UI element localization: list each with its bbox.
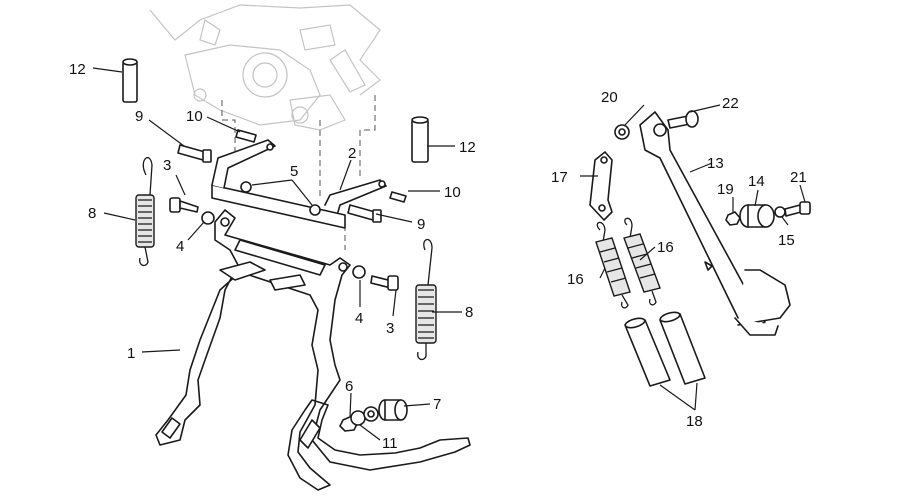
sleeves-18	[624, 311, 706, 387]
bolt-9-left	[177, 144, 212, 163]
callout-9-left: 9	[135, 108, 143, 125]
callout-12-left: 12	[69, 61, 86, 78]
callout-16-left: 16	[567, 271, 584, 288]
callout-6: 6	[345, 378, 353, 395]
callout-9-right: 9	[417, 216, 425, 233]
rubber-stop-7	[378, 399, 408, 421]
callout-16-right: 16	[657, 239, 674, 256]
pin-12-left	[122, 58, 138, 103]
callout-5: 5	[290, 163, 298, 180]
nut-19	[725, 211, 741, 226]
callout-7: 7	[433, 396, 441, 413]
spring-16-right	[623, 217, 661, 306]
bolt-10-left	[235, 129, 257, 143]
spring-16-left	[595, 221, 631, 309]
spring-8-left	[135, 156, 155, 267]
callout-3-left: 3	[163, 157, 171, 174]
callout-2: 2	[348, 145, 356, 162]
bolt-3-left	[169, 197, 199, 213]
callout-11: 11	[382, 435, 398, 452]
callout-14: 14	[748, 173, 765, 190]
callout-3-right: 3	[386, 320, 394, 337]
callout-8-right: 8	[465, 304, 473, 321]
spring-8-right	[415, 238, 437, 361]
washer-20	[614, 124, 630, 140]
callout-18: 18	[686, 413, 703, 430]
stop-14	[739, 204, 775, 228]
pin-22	[667, 110, 699, 129]
callout-1: 1	[127, 345, 135, 362]
callout-12-right: 12	[459, 139, 476, 156]
callout-21: 21	[790, 169, 807, 186]
washer-4-left	[201, 211, 215, 225]
callout-17: 17	[551, 169, 568, 186]
callout-19: 19	[717, 181, 734, 198]
callout-20: 20	[601, 89, 618, 106]
frame-outline-ghost	[149, 4, 381, 131]
callout-10-right: 10	[444, 184, 461, 201]
alignment-lines	[221, 95, 376, 250]
bolt-21	[784, 201, 811, 217]
bolt-10-right	[389, 191, 407, 203]
bracket-17	[589, 151, 613, 221]
bolt-9-right	[347, 204, 382, 223]
washers-11	[350, 406, 379, 426]
bolt-3-right	[370, 275, 399, 291]
callout-4-right: 4	[355, 310, 363, 327]
callout-22: 22	[722, 95, 739, 112]
washer-15	[774, 206, 786, 218]
callout-8-left: 8	[88, 205, 96, 222]
callout-13: 13	[707, 155, 724, 172]
pin-12-right	[411, 116, 429, 163]
washer-4-right	[352, 265, 366, 279]
callout-10-left: 10	[186, 108, 203, 125]
callout-4-left: 4	[176, 238, 184, 255]
callout-15: 15	[778, 232, 795, 249]
callout-labels: 12 12 9 10 2 3 5 10 9 8 4 4 3 8 1 6 7 11…	[69, 61, 807, 452]
side-stand	[639, 111, 791, 336]
mounting-bracket	[211, 139, 387, 229]
center-stand	[155, 209, 471, 491]
leader-lines	[92, 67, 806, 441]
